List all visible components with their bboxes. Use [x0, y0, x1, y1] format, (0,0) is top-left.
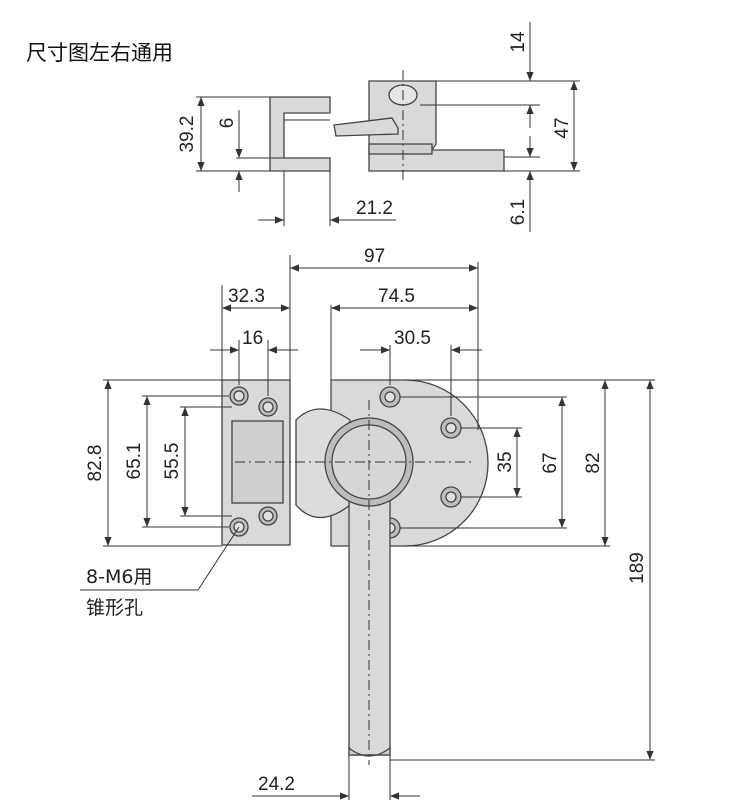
hole-note: 8-M6用 锥形孔: [80, 526, 240, 619]
dim-35-label: 35: [495, 451, 516, 472]
keeper-hole-4: [258, 506, 278, 526]
keeper-hole-1: [229, 386, 249, 406]
dim-6-label: 6: [217, 118, 238, 129]
front-view: 97 32.3 74.5 16 30.5 82.8 65.1 55.5 35 6…: [80, 246, 655, 800]
dim-39-2-label: 39.2: [177, 116, 198, 153]
hole-note-line2: 锥形孔: [86, 597, 143, 619]
dim-32-3-label: 32.3: [228, 286, 265, 307]
side-view-lever: [333, 80, 505, 172]
dim-74-5-label: 74.5: [378, 286, 415, 307]
keeper-hole-3: [229, 517, 249, 537]
dim-24-2-label: 24.2: [258, 774, 295, 795]
base-hole-1: [379, 386, 401, 408]
dim-14-label: 14: [508, 31, 529, 53]
dim-67-label: 67: [540, 452, 561, 473]
dim-189-label: 189: [627, 552, 648, 584]
dim-6-1-label: 6.1: [508, 199, 529, 225]
dim-82-label: 82: [583, 452, 604, 473]
keeper-hole-2: [258, 397, 278, 417]
side-view: 39.2 6 21.2 14 47 6.1: [177, 22, 580, 232]
side-view-bracket: [269, 96, 331, 172]
base-hole-2: [440, 417, 462, 439]
dim-30-5-label: 30.5: [394, 328, 431, 349]
hole-note-line1: 8-M6用: [86, 566, 152, 588]
drawing-title: 尺寸图左右通用: [26, 41, 173, 65]
dim-97-label: 97: [364, 246, 385, 267]
dim-55-5-label: 55.5: [162, 443, 183, 480]
dim-82-8-label: 82.8: [85, 445, 106, 482]
dim-47-label: 47: [552, 117, 573, 138]
dim-65-1-label: 65.1: [124, 443, 145, 480]
dim-16-label: 16: [242, 328, 263, 349]
dim-21-2-label: 21.2: [356, 198, 393, 219]
base-hole-3: [440, 486, 462, 508]
